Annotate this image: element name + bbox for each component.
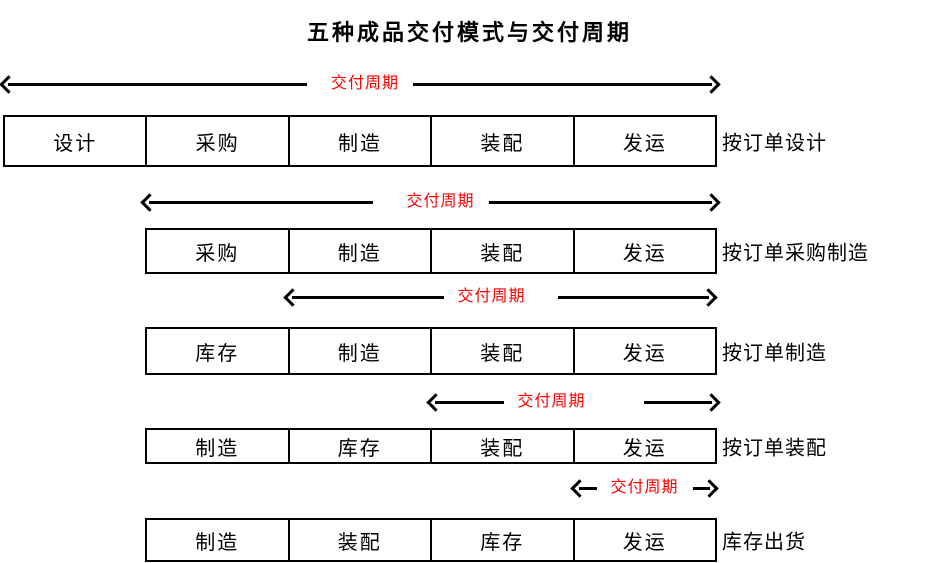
stage-cell: 发运	[572, 117, 715, 165]
delivery-cycle-arrow-3: 交付周期	[283, 287, 718, 307]
stage-cell: 装配	[430, 230, 573, 272]
left-arrowhead-icon	[283, 287, 302, 307]
stage-cell: 装配	[430, 117, 572, 165]
page-title: 五种成品交付模式与交付周期	[306, 20, 632, 45]
delivery-cycle-arrow-2: 交付周期	[140, 192, 721, 212]
mode-label-1: 按订单设计	[722, 132, 827, 155]
stage-cell: 制造	[287, 117, 430, 165]
arrow-line	[579, 486, 597, 490]
left-arrowhead-icon	[0, 74, 18, 94]
cycle-period-label: 交付周期	[517, 393, 586, 410]
left-arrowhead-icon	[426, 392, 445, 412]
right-arrowhead-icon	[700, 478, 719, 498]
stage-cell: 制造	[287, 329, 431, 373]
stage-cell: 制造	[195, 437, 240, 460]
stage-cell: 库存	[430, 520, 573, 560]
arrow-line	[8, 82, 307, 86]
delivery-cycle-arrow-1: 交付周期	[0, 74, 721, 94]
stage-row-4: 制造 库存 装配 发运	[145, 428, 717, 464]
right-arrowhead-icon	[699, 287, 718, 307]
stage-cell: 发运	[572, 230, 716, 272]
right-arrowhead-icon	[702, 74, 721, 94]
arrow-line	[292, 295, 444, 299]
arrow-line	[557, 295, 710, 299]
cycle-period-label: 交付周期	[610, 479, 679, 496]
arrow-line	[488, 200, 713, 204]
mode-label-2: 按订单采购制造	[722, 242, 869, 265]
delivery-cycle-arrow-4: 交付周期	[426, 392, 721, 412]
right-arrowhead-icon	[702, 392, 721, 412]
stage-cell: 设计	[53, 132, 98, 155]
stage-cell: 装配	[430, 430, 573, 462]
stage-row-1: 设计 采购 制造 装配 发运	[3, 115, 717, 167]
mode-label-4: 按订单装配	[722, 437, 827, 460]
stage-cell: 库存	[195, 342, 240, 365]
arrow-line	[413, 82, 713, 86]
right-arrowhead-icon	[702, 192, 721, 212]
stage-cell: 发运	[572, 329, 716, 373]
stage-cell: 装配	[287, 520, 431, 560]
cycle-period-label: 交付周期	[457, 288, 526, 305]
stage-cell: 库存	[287, 430, 431, 462]
stage-cell: 采购	[145, 117, 287, 165]
stage-cell: 装配	[430, 329, 573, 373]
stage-cell: 制造	[195, 531, 240, 554]
arrow-line	[149, 200, 373, 204]
mode-label-5: 库存出货	[722, 531, 806, 554]
stage-cell: 发运	[572, 520, 716, 560]
delivery-cycle-arrow-5: 交付周期	[570, 478, 719, 498]
stage-cell: 采购	[195, 242, 240, 265]
stage-cell: 发运	[572, 430, 716, 462]
stage-row-2: 采购 制造 装配 发运	[145, 228, 717, 274]
arrow-line	[435, 400, 504, 404]
left-arrowhead-icon	[140, 192, 159, 212]
stage-row-3: 库存 制造 装配 发运	[145, 327, 717, 375]
mode-label-3: 按订单制造	[722, 342, 827, 365]
cycle-period-label: 交付周期	[331, 75, 400, 92]
arrow-line	[643, 400, 713, 404]
cycle-period-label: 交付周期	[406, 193, 475, 210]
arrow-line	[692, 486, 711, 490]
left-arrowhead-icon	[570, 478, 589, 498]
stage-row-5: 制造 装配 库存 发运	[145, 518, 717, 562]
stage-cell: 制造	[287, 230, 431, 272]
